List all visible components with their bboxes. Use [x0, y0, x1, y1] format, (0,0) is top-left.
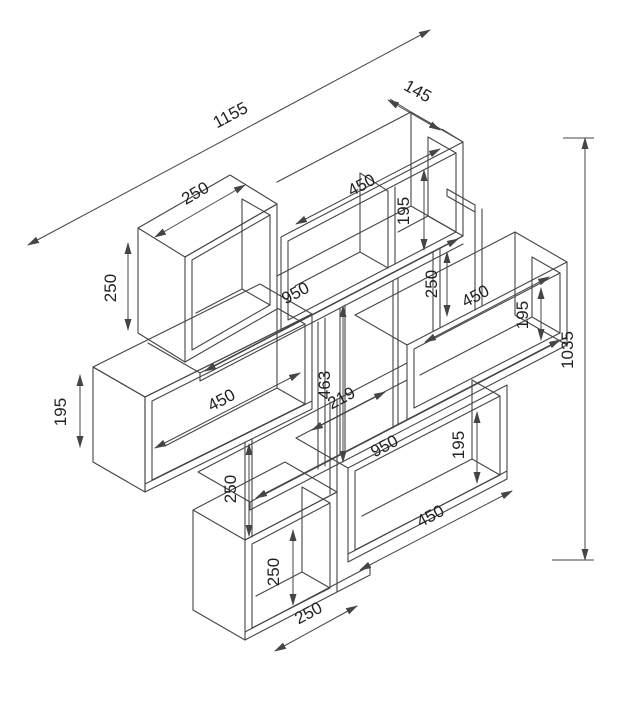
dim-lower-rail-length: 950: [255, 339, 561, 499]
dim-bottom-right-opening-width: 450: [359, 490, 513, 571]
dim-right-opening-height: 195: [513, 287, 545, 341]
dim-upper-rail-length: 950: [204, 238, 459, 372]
upper-right-wall-panels: [432, 188, 483, 332]
dim-top-cube-height-label: 250: [101, 274, 120, 302]
dim-upper-right-opening-height: 250: [422, 251, 451, 317]
dim-center-column-height: 463: [315, 305, 347, 463]
dim-right-shelf-width-label: 450: [458, 281, 492, 311]
bottom-right-shelf-box: [295, 379, 508, 563]
dim-bottom-right-opening-height-label: 195: [449, 431, 468, 459]
lower-rail: [197, 336, 568, 511]
dim-top-opening-height-label: 195: [394, 197, 413, 225]
dim-overall-height-label: 1035: [558, 331, 577, 369]
dim-top-cube-width: 250: [154, 178, 246, 238]
dim-bottom-box-opening-height-label: 250: [264, 558, 283, 586]
dim-left-shelf-height: 195: [51, 374, 84, 448]
dim-depth: 145: [387, 76, 464, 143]
dim-overall-width-label: 1155: [210, 98, 251, 132]
dim-bottom-box-opening-height: 250: [264, 529, 297, 606]
dim-bottom-box-width: 250: [274, 598, 358, 652]
dim-left-gap-height: 250: [221, 443, 253, 537]
dim-bottom-right-opening-height: 195: [449, 411, 481, 484]
dim-upper-rail-length-label: 950: [278, 278, 312, 308]
dim-bottom-box-width-label: 250: [291, 598, 325, 628]
left-gap-wall-panels: [244, 398, 338, 541]
dim-top-cube-width-label: 250: [178, 178, 212, 209]
dim-overall-height: 1035: [552, 137, 594, 561]
dim-depth-label: 145: [401, 76, 435, 106]
dim-left-shelf-height-label: 195: [51, 398, 70, 426]
left-shelf-box: [92, 283, 313, 493]
dim-left-gap-height-label: 250: [221, 475, 240, 503]
dim-right-opening-height-label: 195: [513, 301, 532, 329]
dim-left-opening-width: 450: [154, 372, 301, 449]
dim-top-cube-height: 250: [101, 242, 132, 331]
dim-overall-width: 1155: [27, 29, 431, 246]
dim-upper-right-opening-height-label: 250: [422, 270, 441, 298]
dim-top-opening-height: 195: [394, 169, 428, 251]
dim-lower-rail-length-label: 950: [367, 431, 401, 461]
